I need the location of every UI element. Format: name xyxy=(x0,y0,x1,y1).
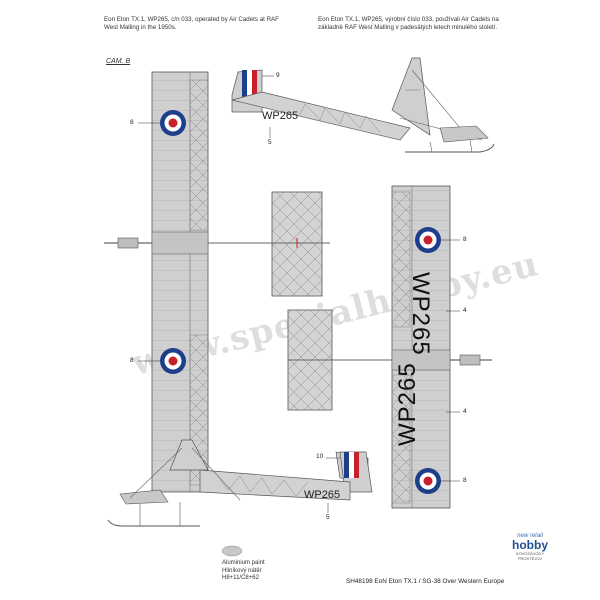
callout-serial-upper: 5 xyxy=(268,139,272,146)
logo-line-3: KOVOZÁVODY PROSTĚJOV xyxy=(515,551,544,561)
legend-line-3: H8+11/C8+62 xyxy=(222,575,259,581)
roundel-left-top xyxy=(160,110,186,136)
footer-title: SH48198 EoN Eton TX.1 / SG-38 Over Weste… xyxy=(346,578,505,585)
roundel-right-bottom xyxy=(415,468,441,494)
side-view-lower xyxy=(107,439,373,527)
serial-wing-upper: WP265 xyxy=(407,272,434,356)
roundel-left-bottom xyxy=(160,348,186,374)
serial-side-upper: WP265 xyxy=(262,110,299,122)
wing-top-view-left xyxy=(104,71,270,493)
callout-roundel-left-top: 8 xyxy=(130,119,134,126)
serial-wing-lower: WP265 xyxy=(394,362,421,446)
logo-line-1: new retail xyxy=(517,533,543,539)
callout-roundel-left-bottom: 8 xyxy=(130,357,134,364)
legend: Aluminium paint Hliníkový nátěr H8+11/C8… xyxy=(222,560,265,583)
logo-line-2: hobby xyxy=(512,538,548,552)
aluminium-swatch xyxy=(221,545,243,557)
side-view-upper xyxy=(231,57,495,153)
callout-fin-flash-upper: 9 xyxy=(276,72,280,79)
caption-czech: Eon Eton TX.1, WP265, výrobní číslo 033,… xyxy=(318,16,499,31)
callout-serial-right-top: 4 xyxy=(463,307,467,314)
callout-serial-lower: 5 xyxy=(326,514,330,521)
tailplane-top-view xyxy=(270,191,330,297)
camouflage-label: CAM. B xyxy=(106,58,131,65)
tailplane-bottom-view xyxy=(287,309,400,411)
callout-serial-right-bottom: 4 xyxy=(463,408,467,415)
callout-roundel-right-top: 8 xyxy=(463,236,467,243)
roundel-right-top xyxy=(415,227,441,253)
caption-english: Eon Eton TX.1, WP265, c/n 033, operated … xyxy=(104,16,279,31)
legend-line-2: Hliníkový nátěr xyxy=(222,567,262,574)
brand-logo: new retail hobby KOVOZÁVODY PROSTĚJOV xyxy=(508,533,552,569)
serial-side-lower: WP265 xyxy=(304,489,341,501)
callout-fin-flash-lower: 10 xyxy=(316,453,324,460)
callout-roundel-right-bottom: 8 xyxy=(463,477,467,484)
legend-line-1: Aluminium paint xyxy=(222,560,265,566)
wing-bottom-view-right xyxy=(391,185,492,509)
